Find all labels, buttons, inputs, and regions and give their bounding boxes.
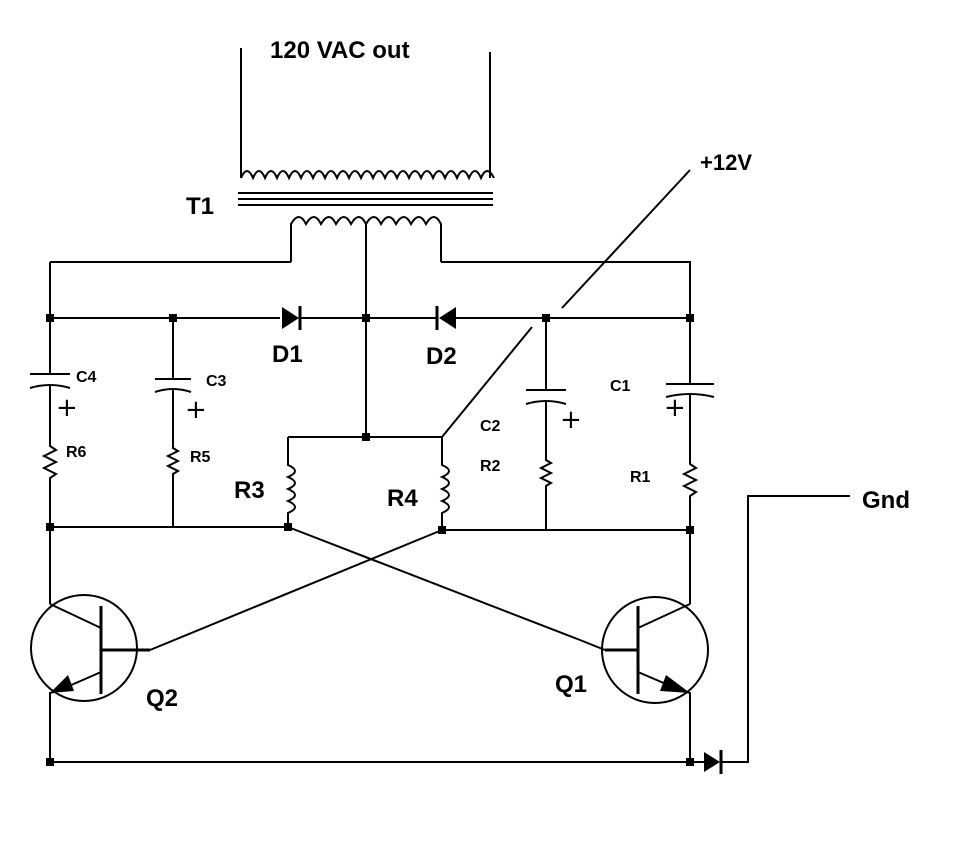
resistor-r2 (538, 454, 554, 530)
c4-polarity-plus: + (56, 393, 78, 423)
c2-polarity-plus: + (560, 405, 582, 435)
resistor-r6 (41, 440, 59, 500)
supply-leader-upper (561, 169, 691, 309)
capacitor-c4 (29, 318, 71, 440)
ground-label: Gnd (862, 487, 910, 514)
c2-label: C2 (480, 418, 501, 435)
c3-polarity-plus: + (185, 395, 207, 425)
output-label: 120 VAC out (270, 37, 410, 64)
wire-q1-base-lead (579, 639, 606, 651)
wire-cross-to-q1 (287, 526, 581, 641)
wire-cross-to-q2 (149, 529, 443, 651)
resistor-r3 (285, 437, 296, 527)
diode-d2 (435, 306, 456, 330)
d2-label: D2 (426, 343, 457, 370)
r6-label: R6 (66, 444, 87, 461)
diode-d1 (282, 306, 302, 330)
r4-label: R4 (387, 485, 418, 512)
c3-label: C3 (206, 373, 227, 390)
junction-dots (46, 314, 694, 766)
q2-label: Q2 (146, 685, 178, 712)
capacitor-c3 (154, 318, 192, 442)
r2-label: R2 (480, 458, 501, 475)
transistor-q1 (601, 596, 709, 762)
d1-label: D1 (272, 341, 303, 368)
q1-label: Q1 (555, 671, 587, 698)
diode-ground (704, 750, 723, 774)
r5-label: R5 (190, 449, 211, 466)
r3-label: R3 (234, 477, 265, 504)
capacitor-c2 (525, 318, 567, 454)
resistor-r1 (681, 458, 699, 604)
transformer-label: T1 (186, 193, 214, 220)
supply-label: +12V (700, 150, 752, 175)
c4-label: C4 (76, 369, 97, 386)
wire-top-right (441, 261, 691, 318)
r1-label: R1 (630, 469, 651, 486)
transformer-t1 (238, 48, 495, 262)
capacitor-c1 (665, 318, 715, 458)
c1-polarity-plus: + (664, 393, 686, 423)
secondary-winding (240, 170, 495, 181)
resistor-r5 (165, 442, 181, 527)
supply-leader-lower (441, 326, 533, 438)
c1-label: C1 (610, 378, 631, 395)
wire-ground (721, 495, 850, 763)
resistor-r4 (439, 437, 450, 530)
transistor-q2 (30, 594, 150, 762)
